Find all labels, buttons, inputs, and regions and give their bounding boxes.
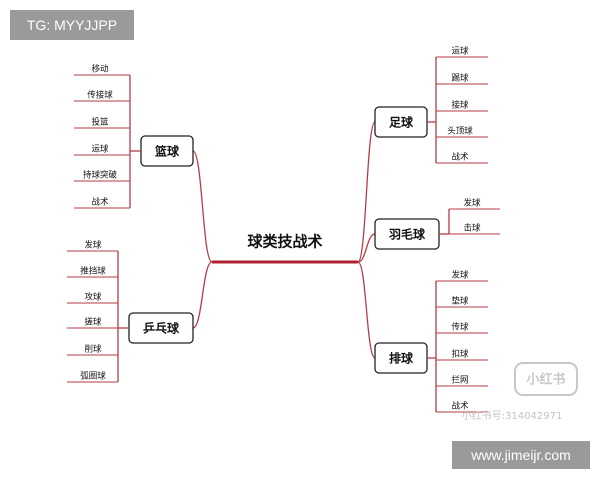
leaf-label-volleyball-3: 扣球 [451,349,469,360]
leaf-label-football-3: 头顶球 [447,126,473,137]
leaf-label-pingpong-0: 发球 [84,240,102,251]
xhs-id-watermark: 小红书号:314042971 [462,409,563,422]
leaf-label-basketball-4: 持球突破 [83,170,118,181]
leaf-label-badminton-1: 击球 [463,223,481,234]
leaf-label-basketball-1: 传接球 [87,90,113,101]
tg-watermark-label: TG: MYYJJPP [10,10,134,40]
branch-label-basketball: 篮球 [154,144,180,159]
branch-link-volleyball [357,261,376,359]
branch-link-badminton [357,233,376,263]
branch-link-basketball [192,150,213,263]
leaf-label-football-2: 接球 [451,100,469,111]
branch-link-pingpong [192,261,213,329]
leaf-label-pingpong-2: 攻球 [84,292,102,303]
xhs-logo-text: 小红书 [526,372,565,388]
leaf-label-volleyball-4: 拦网 [451,375,468,386]
leaf-label-pingpong-1: 推挡球 [80,266,106,277]
leaf-label-basketball-0: 移动 [91,64,109,75]
leaf-label-badminton-0: 发球 [463,198,481,209]
leaf-label-pingpong-5: 弧圈球 [80,371,106,382]
leaf-label-volleyball-5: 战术 [451,401,469,412]
xhs-logo-frame [514,362,578,396]
site-watermark-label: www.jimeijr.com [452,441,590,469]
leaf-label-basketball-5: 战术 [91,197,109,208]
leaf-label-volleyball-1: 垫球 [451,296,469,307]
branch-label-badminton: 羽毛球 [389,227,426,242]
leaf-label-football-1: 踢球 [451,73,469,84]
branch-label-pingpong: 乒乓球 [143,321,180,336]
leaf-label-pingpong-4: 削球 [84,344,102,355]
leaf-label-volleyball-2: 传球 [451,322,469,333]
branch-label-football: 足球 [389,115,414,130]
leaf-label-football-4: 战术 [451,152,469,163]
leaf-label-basketball-3: 运球 [91,144,109,155]
branch-link-football [357,121,376,263]
branch-label-volleyball: 排球 [389,351,414,366]
leaf-label-pingpong-3: 搓球 [84,317,102,328]
leaf-label-basketball-2: 投篮 [91,117,109,128]
leaf-label-football-0: 运球 [451,46,469,57]
center-node-label: 球类技战术 [247,233,322,251]
leaf-label-volleyball-0: 发球 [451,270,469,281]
